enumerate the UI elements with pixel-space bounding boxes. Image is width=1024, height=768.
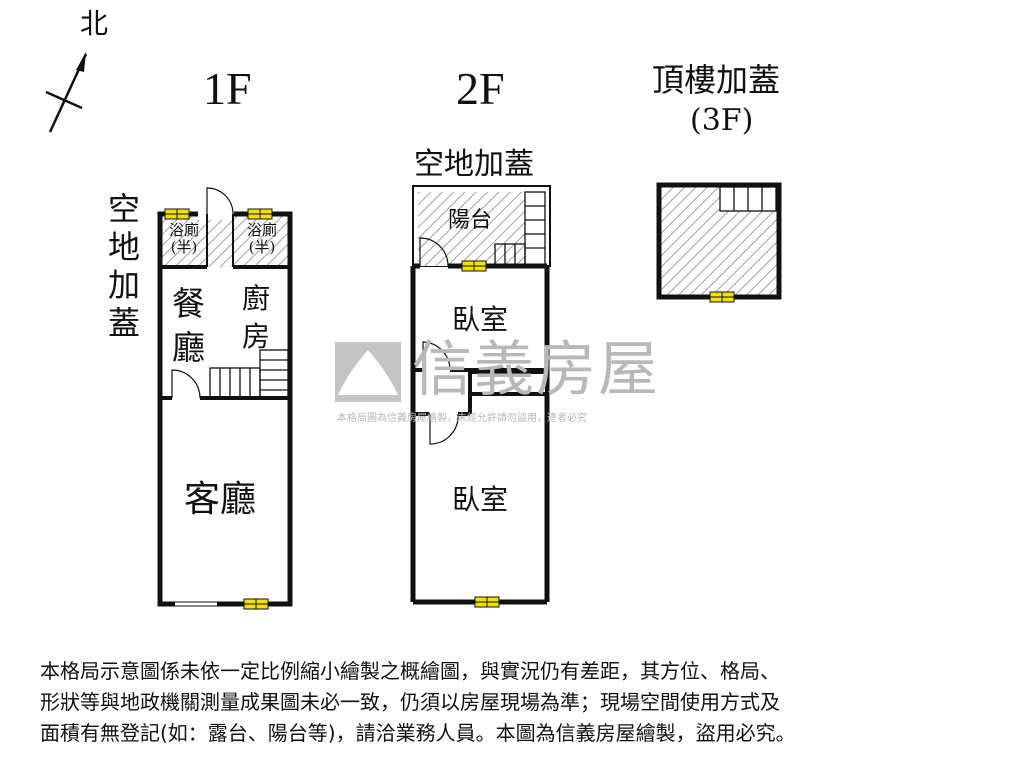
disclaimer-note: 本格局示意圖係未依一定比例縮小繪製之概繪圖，與實況仍有差距，其方位、格局、 形狀…: [40, 656, 1000, 749]
floor-3f-plan: [656, 182, 782, 303]
room-label: (半): [170, 238, 198, 257]
disclaimer-line-3: 面積有無登記(如：露台、陽台等)，請洽業務人員。本圖為信義房屋繪製，盜用必究。: [40, 721, 796, 745]
room-1f-bath-right: 浴廁 (半): [236, 221, 288, 257]
watermark-brand: 信義房屋: [412, 335, 660, 405]
room-2f-balcony: 陽台: [448, 208, 493, 233]
room-label: 浴廁: [168, 221, 199, 239]
floor-3f-title: 頂樓加蓋: [652, 61, 781, 99]
floor-2f-plan: [410, 185, 551, 608]
floor-2f-annex-label: 空地加蓋: [414, 147, 534, 182]
room-1f-living: 客廳: [184, 479, 257, 520]
room-label: (半): [248, 238, 276, 257]
room-2f-bedroom-upper: 臥室: [452, 303, 509, 336]
room-label: 浴廁: [246, 221, 277, 239]
disclaimer-line-2: 形狀等與地政機關測量成果圖未必一致，仍須以房屋現場為準；現場空間使用方式及: [40, 690, 780, 714]
disclaimer-line-1: 本格局示意圖係未依一定比例縮小繪製之概繪圖，與實況仍有差距，其方位、格局、: [40, 659, 780, 683]
room-1f-dining: 餐 廳: [172, 282, 205, 370]
room-label: 餐: [172, 284, 205, 323]
room-1f-bath-left: 浴廁 (半): [162, 221, 206, 257]
watermark-notice: 本格局圖為信義房屋繪製，未經允許請勿盜用，違者必究: [337, 413, 587, 424]
north-arrow-icon: [45, 52, 88, 133]
room-label: 房: [242, 320, 271, 353]
room-1f-kitchen: 廚 房: [242, 280, 270, 356]
room-label: 廳: [172, 328, 205, 367]
floor-2f-title: 2F: [456, 63, 505, 114]
compass-north-label: 北: [80, 7, 109, 40]
floor-1f-annex-label: 空地加蓋: [107, 190, 140, 342]
floor-1f-title: 1F: [203, 63, 252, 114]
watermark-logo-icon: [335, 342, 401, 402]
room-2f-bedroom-lower: 臥室: [452, 483, 509, 516]
floor-3f-subtitle: (3F): [690, 103, 754, 138]
room-label: 廚: [242, 282, 271, 315]
floor-1f-plan: [157, 187, 293, 610]
floor-plan-drawing: [45, 52, 782, 610]
